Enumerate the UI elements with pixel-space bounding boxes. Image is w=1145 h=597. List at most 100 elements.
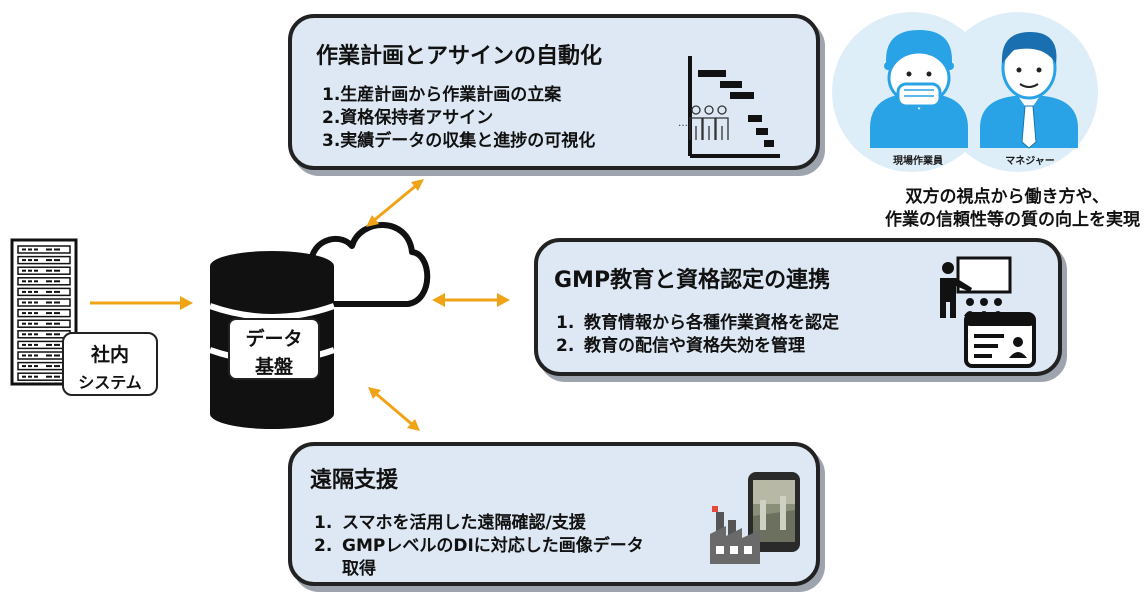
rack-led [22, 280, 26, 283]
rack-led [34, 343, 38, 346]
card-work-planning-title: 作業計画とアサインの自動化 [316, 44, 603, 69]
rack-unit [17, 298, 71, 307]
rack-led [28, 312, 32, 315]
rack-led [22, 290, 26, 293]
item-number: 2. [556, 336, 575, 356]
rack-led [28, 375, 32, 378]
rack-led [28, 280, 32, 283]
rack-led [22, 322, 26, 325]
card-remote-support-title: 遠隔支援 [310, 468, 399, 493]
card-gmp-training-item-1: 1.教育情報から各種作業資格を認定 [556, 312, 839, 334]
rack-slot [54, 280, 60, 283]
rack-slot [54, 259, 60, 262]
rack-slot [54, 301, 60, 304]
rack-slot [54, 248, 60, 251]
card-remote-support-item-2-cont: 取得 [342, 559, 376, 579]
rack-led [28, 333, 32, 336]
item-text: 教育の配信や資格失効を管理 [584, 336, 805, 356]
rack-led [28, 269, 32, 272]
rack-led [34, 375, 38, 378]
rack-led [22, 365, 26, 368]
card-remote-support-item-2: 2. GMPレベルのDIに対応した画像データ [314, 535, 644, 557]
rack-slot [46, 280, 52, 283]
rack-led [28, 354, 32, 357]
rack-slot [54, 290, 60, 293]
rack-slot [54, 354, 60, 357]
factory-icon [710, 506, 760, 564]
rack-led [28, 322, 32, 325]
rack-led [34, 365, 38, 368]
rack-slot [46, 343, 52, 346]
card-work-planning-item-1: 1.生産計画から作業計画の立案 [322, 85, 562, 105]
rack-led [28, 365, 32, 368]
card-work-planning-item-3: 3.実績データの収集と進捗の可視化 [322, 131, 596, 151]
rack-led [34, 322, 38, 325]
svg-text:…: … [678, 118, 688, 129]
rack-slot [46, 312, 52, 315]
item-text: GMPレベルのDIに対応した画像データ [342, 536, 644, 556]
rack-led [34, 269, 38, 272]
rack-led [22, 343, 26, 346]
hub-label: データ 基盤 [228, 318, 320, 380]
card-gmp-training: GMP教育と資格認定の連携 1.教育情報から各種作業資格を認定 2. 教育の配信や… [534, 238, 1062, 376]
internal-system-line1: 社内 [90, 344, 129, 366]
rack-slot [46, 322, 52, 325]
rack-unit [17, 308, 71, 318]
internal-system-line2: システム [78, 373, 142, 392]
rack-slot [54, 269, 60, 272]
rack-unit [17, 245, 71, 254]
rack-led [34, 259, 38, 262]
rack-unit [17, 287, 71, 297]
rack-slot [46, 333, 52, 336]
rack-slot [46, 290, 52, 293]
item-number: 2. [314, 536, 333, 556]
rack-unit [17, 319, 71, 328]
rack-slot [54, 333, 60, 336]
rack-led [22, 301, 26, 304]
rack-slot [54, 322, 60, 325]
rack-unit [17, 255, 71, 265]
rack-led [28, 259, 32, 262]
rack-led [28, 248, 32, 251]
server-rack-icon [10, 238, 78, 386]
manager-icon [980, 32, 1078, 149]
rack-unit [17, 277, 71, 286]
internal-system-label: 社内 システム [62, 332, 158, 396]
rack-led [22, 312, 26, 315]
rack-slot [54, 375, 60, 378]
rack-slot [46, 354, 52, 357]
rack-slot [54, 365, 60, 368]
card-gmp-training-title: GMP教育と資格認定の連携 [554, 268, 831, 293]
hub-line2: 基盤 [254, 356, 293, 378]
card-remote-support-item-1: 1.スマホを活用した遠隔確認/支援 [314, 512, 586, 534]
smartphone-icon [748, 472, 800, 552]
rack-led [28, 301, 32, 304]
rack-led [34, 333, 38, 336]
rack-slot [46, 269, 52, 272]
teacher-presentation-icon [940, 256, 1012, 318]
rack-slot [46, 301, 52, 304]
persona-worker-label: 現場作業員 [893, 156, 943, 167]
rack-led [28, 290, 32, 293]
rack-led [22, 333, 26, 336]
rack-slot [54, 312, 60, 315]
persona-manager-label: マネジャー [1005, 156, 1055, 167]
card-remote-support: 遠隔支援 1.スマホを活用した遠隔確認/支援 2. GMPレベルのDIに対応した画… [288, 442, 820, 586]
rack-led [34, 301, 38, 304]
rack-led [22, 248, 26, 251]
rack-led [22, 269, 26, 272]
rack-slot [46, 375, 52, 378]
worker-icon [870, 30, 968, 148]
rack-unit [17, 266, 71, 275]
item-text: 教育情報から各種作業資格を認定 [584, 313, 839, 333]
rack-led [34, 248, 38, 251]
card-gmp-training-item-2: 2. 教育の配信や資格失効を管理 [556, 335, 805, 357]
rack-led [22, 354, 26, 357]
caption-line1: 双方の視点から働き方や、 [905, 187, 1110, 207]
item-number: 1. [314, 513, 333, 533]
rack-led [34, 354, 38, 357]
caption-line2: 作業の信頼性等の質の向上を実現 [885, 210, 1140, 230]
rack-slot [46, 259, 52, 262]
card-work-planning: 作業計画とアサインの自動化 1.生産計画から作業計画の立案 2.資格保持者アサイ… [288, 14, 820, 170]
rack-led [22, 259, 26, 262]
